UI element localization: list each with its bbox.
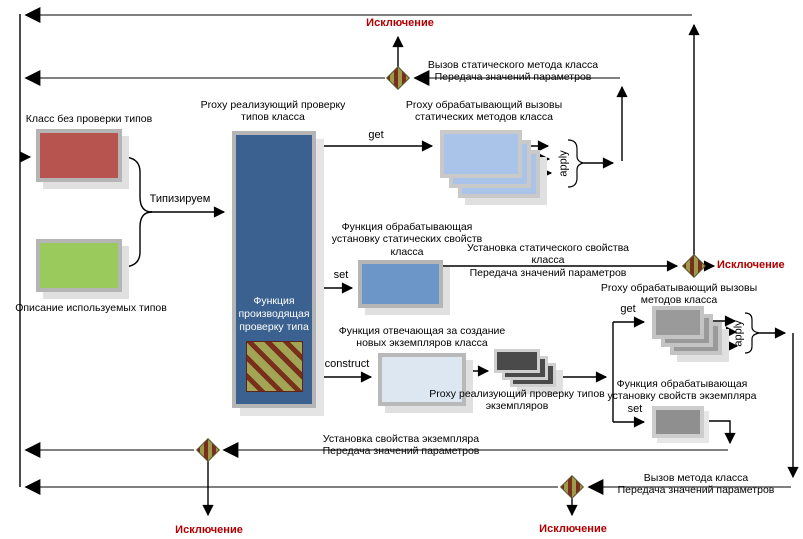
static-prop-set-label-group: Установка статического свойства класса П… (455, 242, 641, 279)
types-description-node (36, 239, 122, 292)
exception-label-right: Исключение (717, 259, 785, 271)
create-function-node (378, 353, 466, 406)
exception-label-bottom-left: Исключение (175, 524, 243, 536)
method-calls-proxy-node (652, 306, 704, 339)
exception-label-top: Исключение (366, 17, 434, 29)
instance-prop-set-label-group: Установка свойства экземпляра Передача з… (308, 433, 494, 458)
static-set-function-node (358, 260, 443, 308)
apply-brace-instance (744, 312, 761, 354)
get-static-edge-label: get (368, 129, 384, 141)
static-set-function-label: Функция обрабатывающая установку статиче… (331, 221, 483, 258)
instance-prop-set-label: Установка свойства экземпляра (322, 433, 480, 445)
instance-set-function-node (652, 406, 704, 438)
method-calls-proxy-label: Proxy обрабатывающий вызовы методов клас… (600, 282, 758, 307)
type-check-hatch-icon (246, 341, 303, 392)
static-prop-set-label: Установка статического свойства класса (466, 242, 629, 267)
class-node-label: Класс без проверки типов (25, 113, 153, 125)
static-calls-proxy-label: Proxy обрабатывающий вызовы статических … (405, 99, 563, 124)
method-call-label: Вызов метода класса (643, 472, 749, 484)
static-method-call-label-group: Вызов статического метода класса Передач… (415, 59, 611, 84)
instance-check-proxy-label: Proxy реализующий проверку типов экземпл… (429, 388, 605, 413)
get-instance-edge-label: get (620, 303, 636, 315)
static-calls-proxy-node (440, 130, 522, 178)
apply-static-edge-label: apply (557, 150, 570, 177)
params-label: Передача значений параметров (469, 266, 627, 279)
instance-check-proxy-node (494, 349, 540, 373)
class-node (36, 129, 122, 182)
params-label: Передача значений параметров (617, 484, 775, 497)
exception-diamond-bottom-left (195, 437, 221, 463)
apply-brace-static (567, 139, 585, 188)
static-method-call-label: Вызов статического метода класса (427, 59, 599, 71)
exception-label-bottom-center: Исключение (539, 523, 607, 535)
types-node-label: Описание используемых типов (15, 302, 167, 314)
typing-edge-label: Типизируем (149, 193, 211, 205)
create-function-label: Функция отвечающая за создание новых экз… (338, 325, 506, 350)
apply-instance-edge-label: apply (732, 320, 745, 347)
method-call-label-group: Вызов метода класса Передача значений па… (598, 472, 794, 497)
exception-diamond-top (385, 65, 411, 91)
params-label: Передача значений параметров (434, 71, 592, 84)
type-check-function-label: Функция производящая проверку типа (238, 295, 310, 334)
type-check-proxy-label: Proxy реализующий проверку типов класса (200, 99, 346, 124)
instance-set-function-label: Функция обрабатывающая установку свойств… (607, 378, 757, 403)
construct-edge-label: construct (324, 358, 370, 370)
exception-diamond-bottom-center (559, 474, 585, 500)
set-instance-edge-label: set (627, 403, 643, 415)
exception-diamond-right (681, 253, 707, 279)
type-check-proxy-node: Функция производящая проверку типа (232, 131, 316, 408)
params-label: Передача значений параметров (322, 445, 480, 458)
set-static-edge-label: set (333, 269, 349, 281)
